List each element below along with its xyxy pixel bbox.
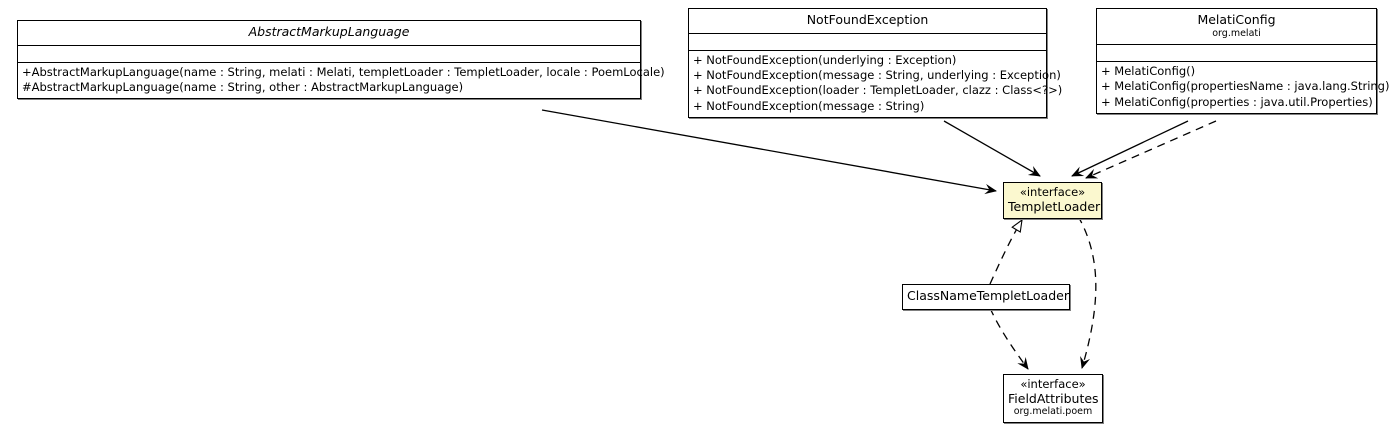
class-header: NotFoundException [689,9,1046,33]
class-header: «interface» FieldAttributes org.melati.p… [1004,375,1102,422]
class-box-fieldattributes[interactable]: «interface» FieldAttributes org.melati.p… [1003,374,1103,423]
edge-melaticonfig-to-templetloader-solid [1071,120,1189,177]
attributes-compartment [1097,45,1376,61]
operation-item: + NotFoundException(loader : TempletLoad… [693,83,1063,98]
operation-item: + MelatiConfig(properties : java.util.Pr… [1101,94,1373,109]
class-package: org.melati.poem [1013,406,1093,418]
class-header: «interface» TempletLoader [1004,183,1101,218]
class-box-notfoundexception[interactable]: NotFoundException + NotFoundException(un… [688,8,1063,118]
edge-classnametempletloader-to-fieldattributes [989,307,1029,370]
attributes-compartment [18,46,640,62]
class-name: AbstractMarkupLanguage [248,24,410,39]
class-stereotype: «interface» [1020,377,1086,391]
class-name: MelatiConfig [1197,12,1276,27]
compartment-divider [18,61,640,63]
edge-classnametempletloader-to-templetloader [989,220,1022,285]
compartment-divider [689,49,1046,51]
edge-notfoundexception-to-templetloader [943,120,1041,177]
operation-item: +AbstractMarkupLanguage(name : String, m… [22,64,665,79]
class-name: TempletLoader [1008,198,1101,214]
class-box-templetloader[interactable]: «interface» TempletLoader [1003,182,1102,220]
compartment-divider [18,44,640,46]
operation-item: #AbstractMarkupLanguage(name : String, o… [22,80,464,95]
class-box-classnametempletloader[interactable]: ClassNameTempletLoader [902,284,1070,310]
operation-item: + NotFoundException(message : String) [693,98,925,113]
edge-abstractmarkuplanguage-to-templetloader [541,109,997,195]
class-box-abstractmarkuplanguage[interactable]: AbstractMarkupLanguage +AbstractMarkupLa… [17,20,665,100]
attributes-compartment [689,34,1046,50]
compartment-divider [1097,43,1376,45]
operations-compartment: + MelatiConfig() + MelatiConfig(properti… [1097,62,1390,113]
edge-templetloader-to-fieldattributes [1077,215,1097,369]
class-package: org.melati [1212,27,1261,39]
edge-melaticonfig-to-templetloader-dashed [1085,120,1217,179]
class-name: ClassNameTempletLoader [907,288,1069,303]
class-header: MelatiConfig org.melati [1097,9,1376,44]
class-header: AbstractMarkupLanguage [18,21,640,45]
operation-item: + NotFoundException(message : String, un… [693,68,1061,83]
operation-item: + NotFoundException(underlying : Excepti… [693,52,957,67]
compartment-divider [689,32,1046,34]
class-box-melaticonfig[interactable]: MelatiConfig org.melati + MelatiConfig()… [1096,8,1390,114]
operation-item: + MelatiConfig(propertiesName : java.lan… [1101,79,1390,94]
operation-item: + MelatiConfig() [1101,63,1196,78]
class-name: FieldAttributes [1008,390,1099,406]
class-stereotype: «interface» [1019,185,1086,199]
operations-compartment: + NotFoundException(underlying : Excepti… [689,51,1063,117]
compartment-divider [1097,60,1376,62]
class-header: ClassNameTempletLoader [903,285,1069,309]
class-name: NotFoundException [806,12,929,27]
operations-compartment: +AbstractMarkupLanguage(name : String, m… [18,63,665,99]
